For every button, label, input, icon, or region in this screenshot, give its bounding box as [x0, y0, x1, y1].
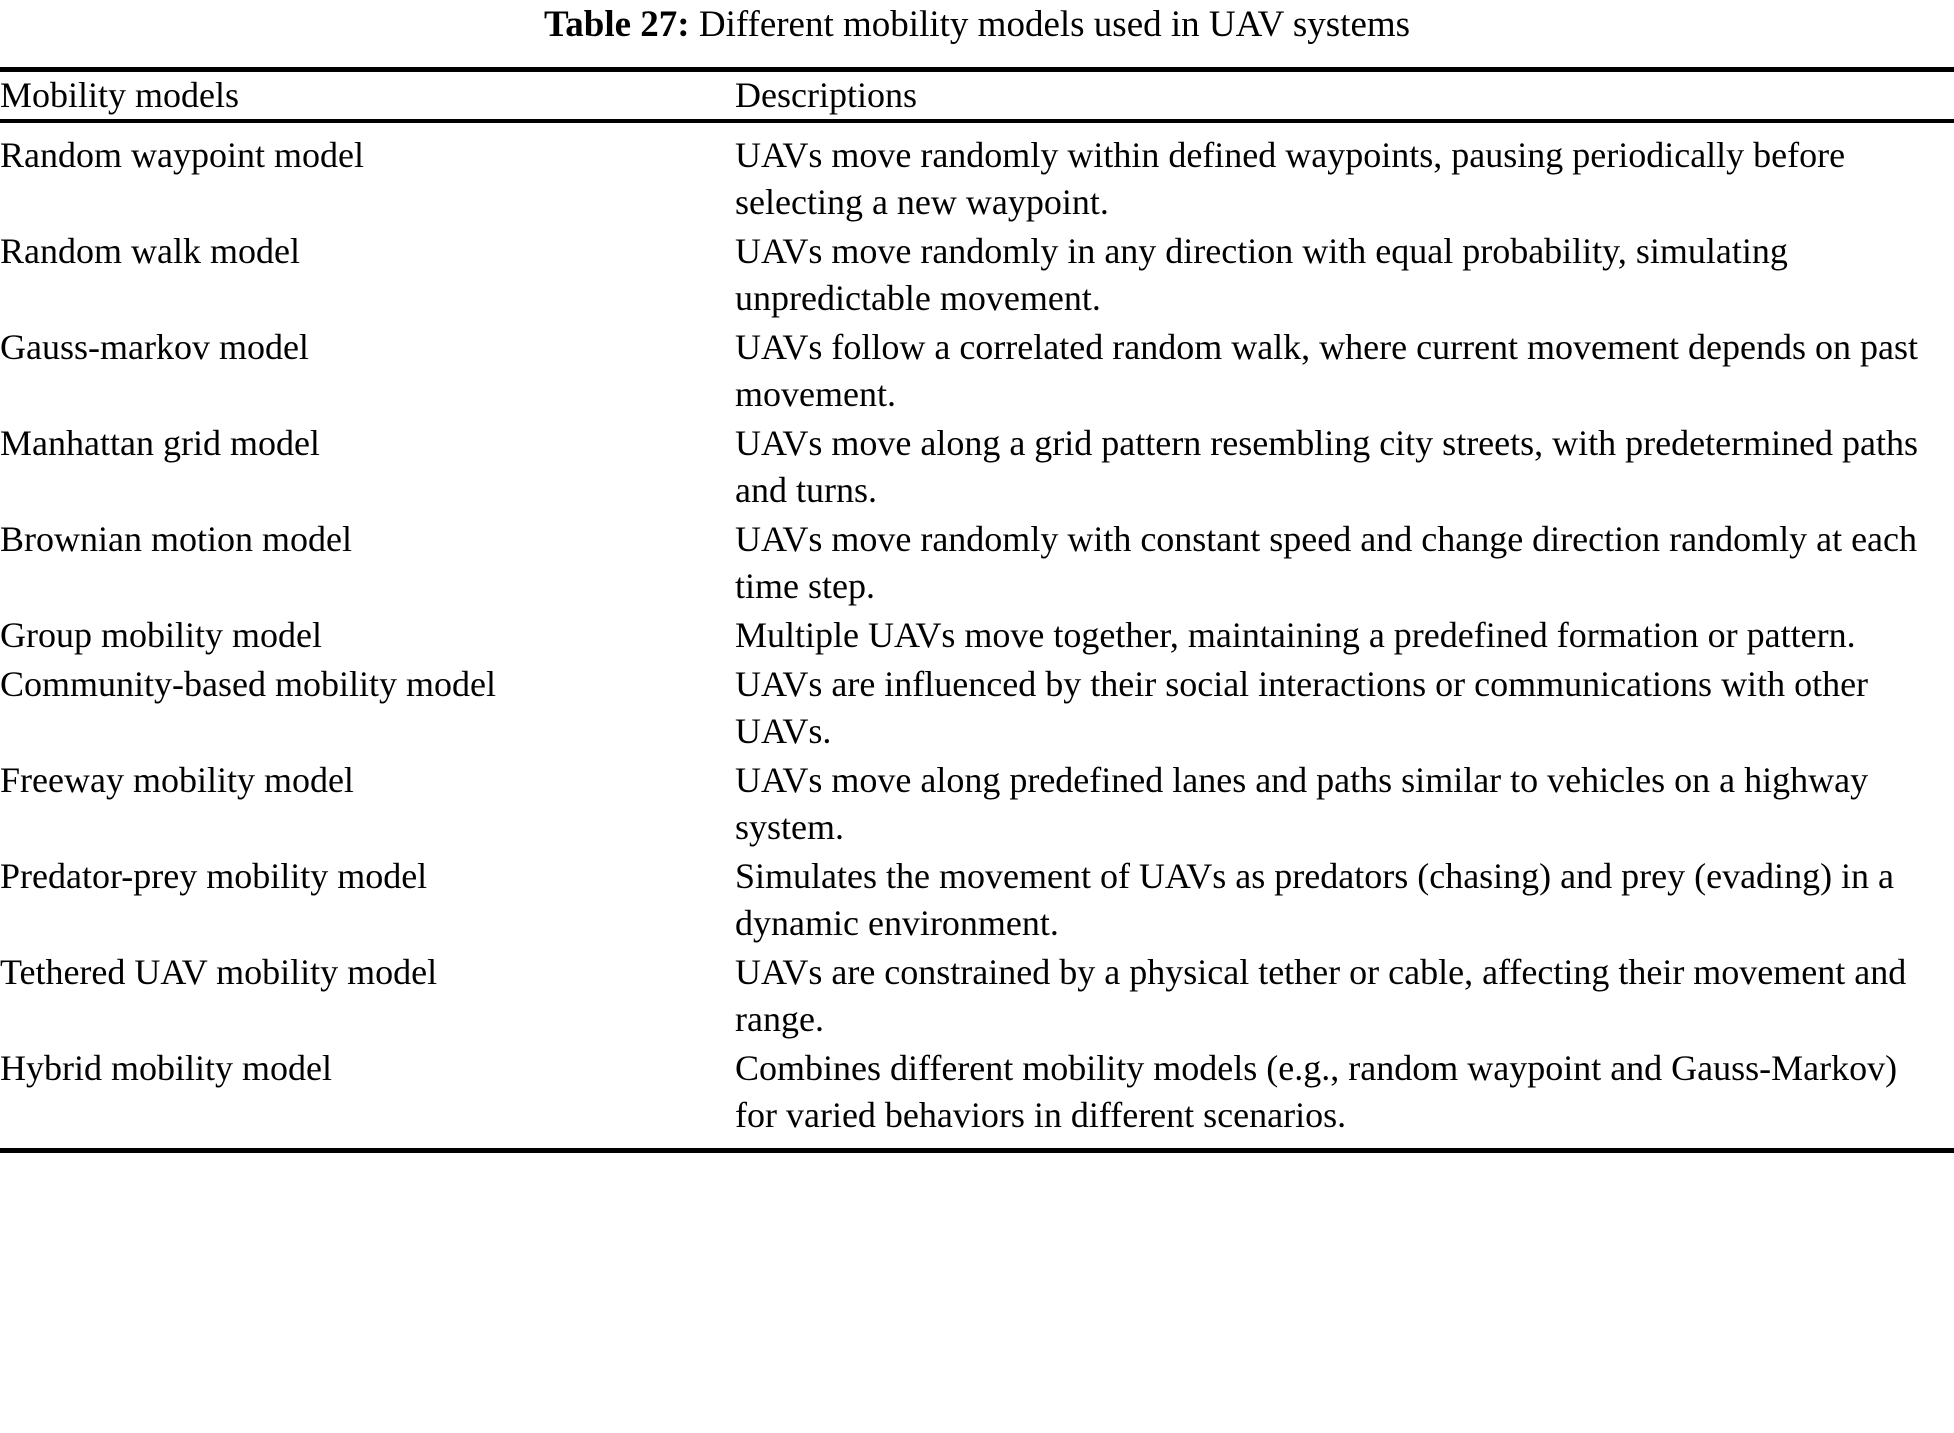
cell-description: Combines different mobility models (e.g.…	[735, 1043, 1954, 1148]
mobility-model-name: Hybrid mobility model	[0, 1048, 332, 1088]
mobility-model-name: Predator-prey mobility model	[0, 856, 428, 896]
mobility-model-description: UAVs follow a correlated random walk, wh…	[735, 327, 1918, 414]
table-row: Community-based mobility model UAVs are i…	[0, 659, 1954, 755]
cell-description: Multiple UAVs move together, maintaining…	[735, 610, 1954, 659]
mobility-model-description: UAVs move randomly within defined waypoi…	[735, 135, 1846, 222]
mobility-models-table: Mobility models Descriptions	[0, 72, 1954, 119]
cell-mobility-model: Group mobility model	[0, 610, 735, 659]
cell-mobility-model: Freeway mobility model	[0, 755, 735, 851]
table-row: Random walk model UAVs move randomly in a…	[0, 226, 1954, 322]
mobility-model-name: Community-based mobility model	[0, 664, 496, 704]
mobility-model-name: Brownian motion model	[0, 519, 352, 559]
table-caption-label: Table 27:	[543, 4, 690, 45]
cell-mobility-model: Random waypoint model	[0, 123, 735, 226]
cell-description: UAVs move along predefined lanes and pat…	[735, 755, 1954, 851]
mobility-model-name: Random walk model	[0, 231, 300, 271]
mobility-model-description: UAVs move along predefined lanes and pat…	[735, 760, 1869, 847]
table-top-rule	[0, 67, 1954, 72]
table-row: Tethered UAV mobility model UAVs are cons…	[0, 947, 1954, 1043]
table-header-rule	[0, 119, 1954, 123]
cell-description: UAVs move randomly with constant speed a…	[735, 514, 1954, 610]
table-row: Random waypoint model UAVs move randomly …	[0, 123, 1954, 226]
mobility-model-name: Freeway mobility model	[0, 760, 354, 800]
table-header: Mobility models Descriptions	[0, 72, 1954, 119]
column-header-descriptions: Descriptions	[735, 75, 917, 115]
cell-mobility-model: Gauss-markov model	[0, 322, 735, 418]
cell-mobility-model: Hybrid mobility model	[0, 1043, 735, 1148]
mobility-model-name: Tethered UAV mobility model	[0, 952, 438, 992]
cell-description: UAVs move randomly within defined waypoi…	[735, 123, 1954, 226]
cell-mobility-model: Predator-prey mobility model	[0, 851, 735, 947]
mobility-model-description: Simulates the movement of UAVs as predat…	[735, 856, 1895, 943]
mobility-model-name: Random waypoint model	[0, 135, 364, 175]
mobility-model-description: UAVs are constrained by a physical tethe…	[735, 952, 1907, 1039]
column-header-mobility-models: Mobility models	[0, 75, 240, 115]
mobility-model-description: Multiple UAVs move together, maintaining…	[735, 615, 1856, 655]
table-row: Brownian motion model UAVs move randomly …	[0, 514, 1954, 610]
mobility-model-name: Gauss-markov model	[0, 327, 309, 367]
cell-mobility-model: Tethered UAV mobility model	[0, 947, 735, 1043]
table-row: Gauss-markov model UAVs follow a correlat…	[0, 322, 1954, 418]
mobility-model-description: UAVs move along a grid pattern resemblin…	[735, 423, 1919, 510]
mobility-model-description: Combines different mobility models (e.g.…	[735, 1048, 1898, 1135]
table-header-row: Mobility models Descriptions	[0, 72, 1954, 119]
table-caption: Table 27: Different mobility models used…	[0, 0, 1954, 48]
cell-mobility-model: Random walk model	[0, 226, 735, 322]
cell-description: UAVs follow a correlated random walk, wh…	[735, 322, 1954, 418]
table-row: Freeway mobility model UAVs move along pr…	[0, 755, 1954, 851]
cell-description: UAVs move along a grid pattern resemblin…	[735, 418, 1954, 514]
cell-description: Simulates the movement of UAVs as predat…	[735, 851, 1954, 947]
table-bottom-rule	[0, 1148, 1954, 1153]
cell-description: UAVs are constrained by a physical tethe…	[735, 947, 1954, 1043]
cell-mobility-model: Community-based mobility model	[0, 659, 735, 755]
table-row: Predator-prey mobility model Simulates th…	[0, 851, 1954, 947]
mobility-model-description: UAVs move randomly with constant speed a…	[735, 519, 1918, 606]
cell-description: UAVs are influenced by their social inte…	[735, 659, 1954, 755]
cell-description: UAVs move randomly in any direction with…	[735, 226, 1954, 322]
mobility-model-description: UAVs are influenced by their social inte…	[735, 664, 1869, 751]
table-row: Hybrid mobility model Combines different …	[0, 1043, 1954, 1148]
mobility-model-name: Group mobility model	[0, 615, 322, 655]
cell-mobility-model: Manhattan grid model	[0, 418, 735, 514]
table-row: Group mobility model Multiple UAVs move t…	[0, 610, 1954, 659]
mobility-model-name: Manhattan grid model	[0, 423, 320, 463]
table-caption-text: Different mobility models used in UAV sy…	[698, 4, 1411, 45]
mobility-model-description: UAVs move randomly in any direction with…	[735, 231, 1788, 318]
table-row: Manhattan grid model UAVs move along a gr…	[0, 418, 1954, 514]
cell-mobility-model: Brownian motion model	[0, 514, 735, 610]
